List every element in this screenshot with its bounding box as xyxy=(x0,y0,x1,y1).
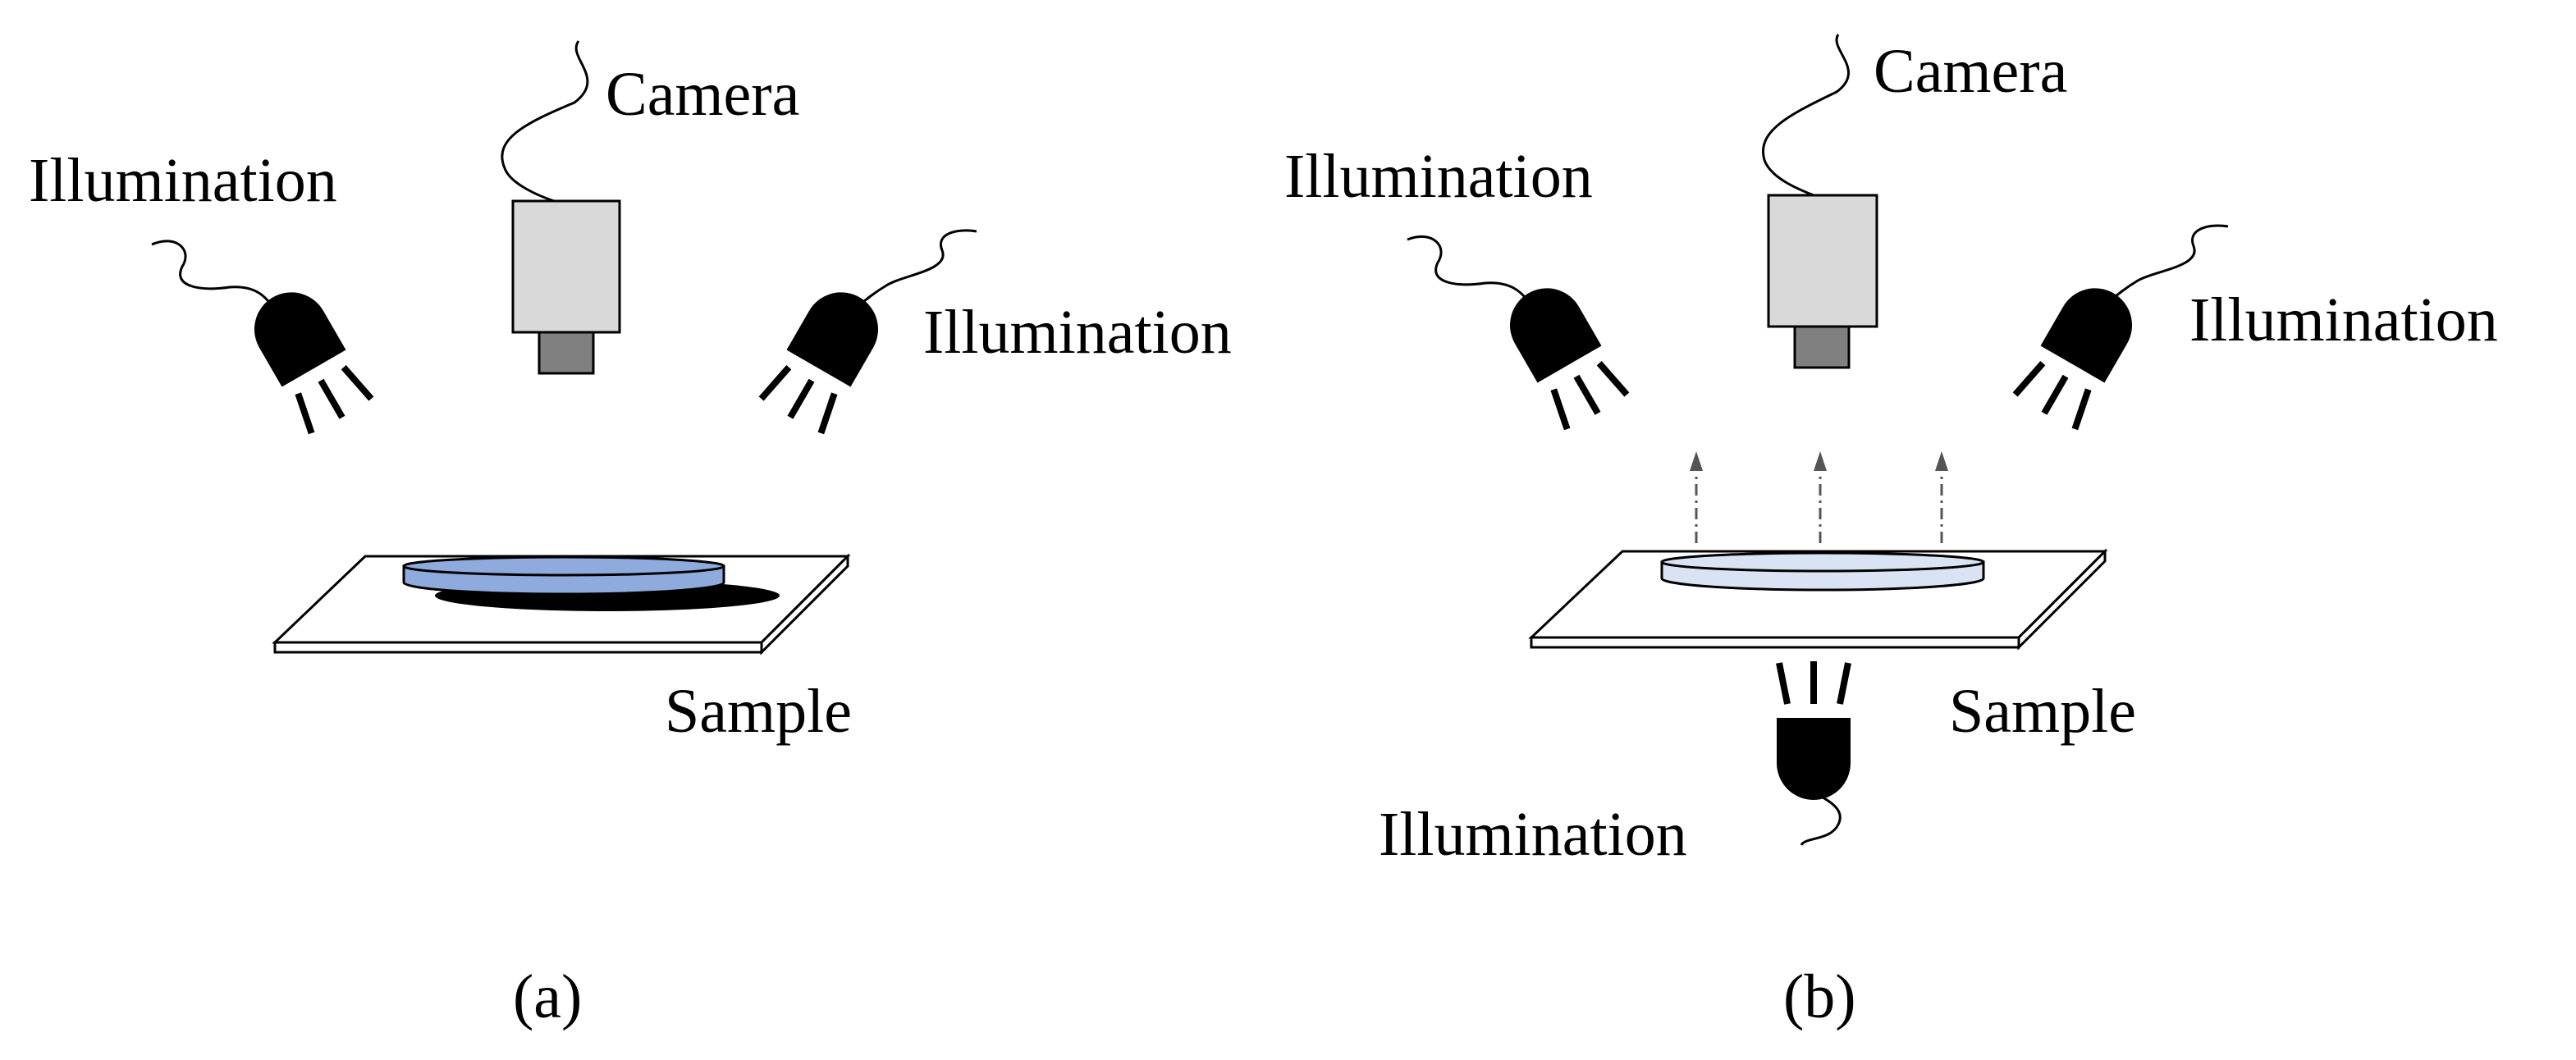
camera-cable-icon xyxy=(1762,34,1850,197)
illumination-left-a xyxy=(151,240,374,436)
transmitted-light-arrows xyxy=(1690,451,1948,543)
lamp-icon xyxy=(241,279,374,436)
arrow-up-icon xyxy=(1814,451,1827,543)
camera-a xyxy=(501,40,621,375)
camera-label-b: Camera xyxy=(1874,37,2067,106)
sample-disc-top xyxy=(402,555,725,577)
camera-lens-icon xyxy=(538,331,595,375)
lamp-cable-icon xyxy=(1407,235,1532,306)
sample-plate-edge xyxy=(273,641,763,654)
lamp-icon xyxy=(2012,275,2145,432)
illumination-right-label-b: Illumination xyxy=(2189,286,2498,354)
arrow-up-icon xyxy=(1690,451,1703,543)
panel-a: Camera Illumination Illumination Sample … xyxy=(29,40,1232,1031)
sample-label-a: Sample xyxy=(665,677,852,746)
caption-a: (a) xyxy=(513,962,582,1031)
lamp-cable-icon xyxy=(151,240,277,313)
camera-body-icon xyxy=(511,199,621,334)
lamp-icon xyxy=(758,279,891,436)
sample-plate-edge xyxy=(1530,636,2020,649)
sample-a xyxy=(272,553,851,656)
illumination-left-label-b: Illumination xyxy=(1284,142,1593,211)
illumination-left-label-a: Illumination xyxy=(29,146,337,215)
panel-b: Camera Illumination Illumination xyxy=(1284,34,2498,1031)
lamp-icon xyxy=(1497,275,1630,432)
lamp-cable-icon xyxy=(1800,790,1842,847)
caption-b: (b) xyxy=(1783,962,1856,1031)
illumination-bottom-label-b: Illumination xyxy=(1379,800,1687,869)
illumination-left-b xyxy=(1407,235,1630,432)
lamp-cable-icon xyxy=(853,229,977,312)
sample-b xyxy=(1528,548,2108,651)
illumination-bottom-b xyxy=(1777,661,1851,847)
sample-plate-side xyxy=(2017,548,2107,651)
camera-lens-icon xyxy=(1793,325,1851,369)
illumination-right-a xyxy=(758,229,977,436)
sample-label-b: Sample xyxy=(1949,677,2136,746)
illumination-right-label-a: Illumination xyxy=(923,298,1232,367)
lamp-icon xyxy=(1777,661,1851,800)
camera-body-icon xyxy=(1767,194,1878,328)
arrow-up-icon xyxy=(1935,451,1948,543)
camera-cable-icon xyxy=(501,40,589,203)
camera-label-a: Camera xyxy=(606,60,799,129)
lamp-cable-icon xyxy=(2104,224,2229,307)
sample-disc-top xyxy=(1660,551,1985,573)
sample-plate-side xyxy=(760,553,849,656)
camera-b xyxy=(1762,34,1878,369)
illumination-right-b xyxy=(2012,224,2229,432)
